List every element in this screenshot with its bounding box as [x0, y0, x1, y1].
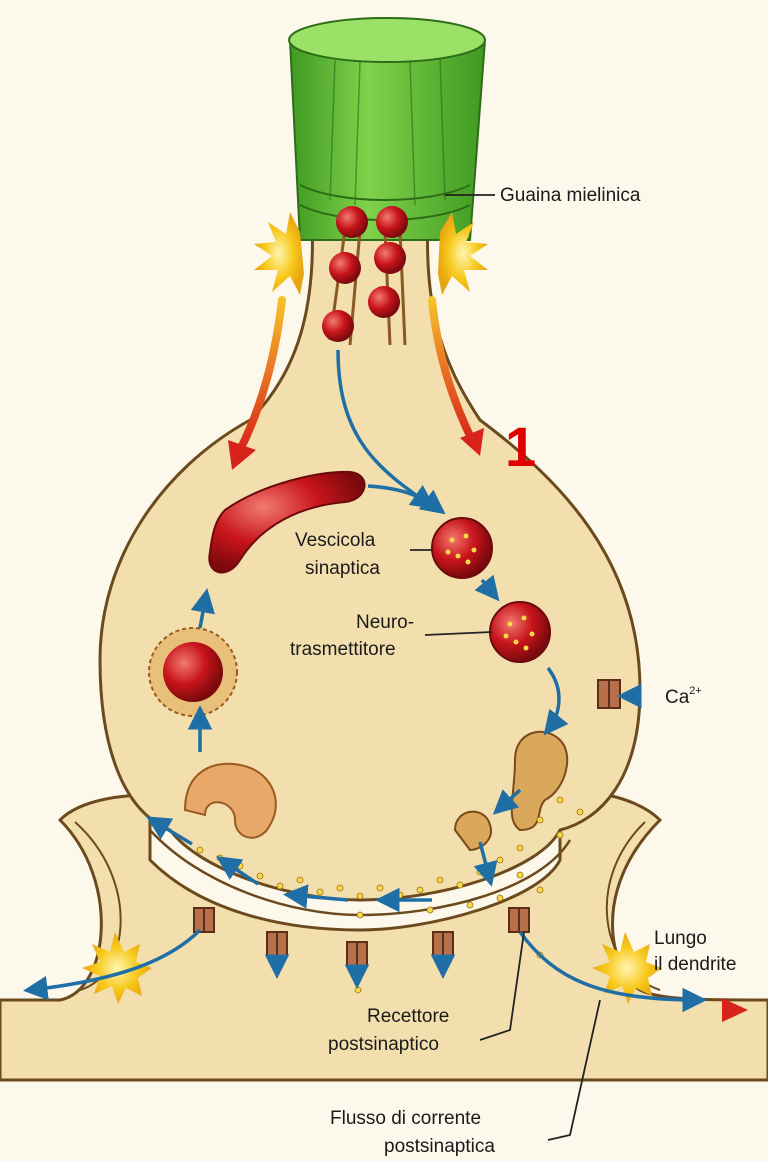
label-current-2: postsinaptica [384, 1136, 495, 1157]
label-calcium-symbol: Ca [665, 687, 690, 708]
label-nt-2: trasmettitore [290, 639, 396, 660]
coated-vesicle [149, 628, 237, 716]
label-current-1: Flusso di corrente [330, 1108, 481, 1129]
receptor [509, 908, 529, 932]
marker-number: 1 [505, 415, 536, 478]
receptor [194, 908, 214, 932]
label-calcium-charge: 2+ [689, 685, 702, 697]
calcium-channel [598, 680, 620, 708]
label-myelin: Guaina mielinica [500, 185, 641, 206]
receptor [433, 932, 453, 956]
label-receptor-2: postsinaptico [328, 1034, 439, 1055]
label-vesicle-2: sinaptica [305, 558, 380, 579]
receptor [267, 932, 287, 956]
label-receptor-1: Recettore [367, 1006, 449, 1027]
myelin-sheath [289, 18, 485, 240]
label-dendrite-1: Lungo [654, 928, 707, 949]
label-vesicle-1: Vescicola [295, 530, 376, 551]
label-nt-1: Neuro- [356, 612, 414, 633]
label-dendrite-2: il dendrite [654, 954, 736, 975]
receptor [347, 942, 367, 966]
